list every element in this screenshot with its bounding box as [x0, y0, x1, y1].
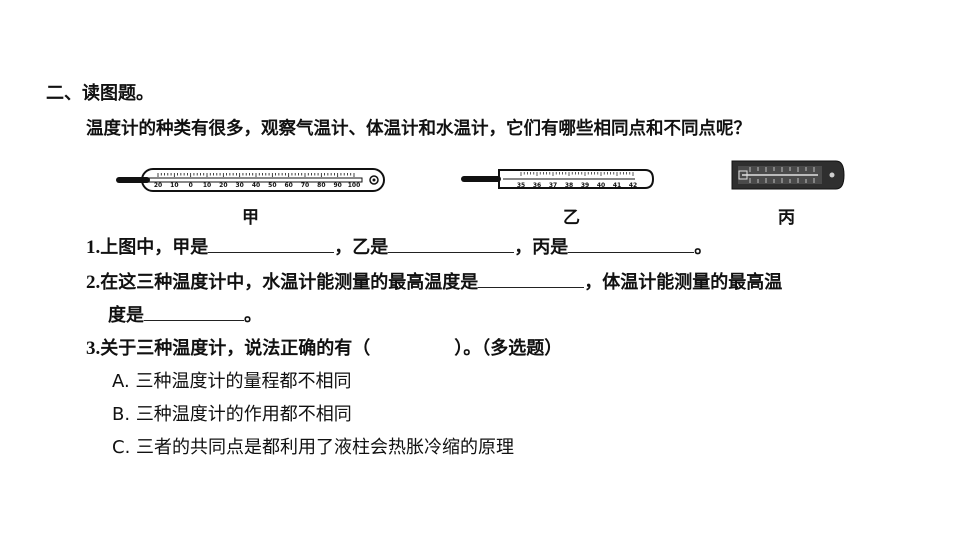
jia-tick-label: 40 [252, 182, 260, 189]
figure-label-bing: 丙 [778, 208, 795, 228]
answer-blank-water-max[interactable] [478, 269, 585, 288]
jia-tick-label: 0 [189, 182, 193, 189]
question-3-text-b: ）。（多选题） [454, 338, 563, 359]
jia-tick-label: 90 [333, 182, 341, 189]
jia-tick-label: 20 [219, 182, 227, 189]
question-1-text-c: ，丙是 [514, 237, 569, 258]
question-3-number: 3. [86, 338, 101, 359]
yi-tick-label: 38 [565, 182, 573, 189]
question-2-number: 2. [86, 272, 101, 293]
intro-text: 温度计的种类有很多，观察气温计、体温计和水温计，它们有哪些相同点和不同点呢？ [86, 119, 751, 139]
thermometer-yi: 35 36 37 38 39 40 41 42 [461, 169, 655, 189]
question-2-text-b: ，体温计能测量的最高温 [584, 272, 783, 293]
yi-tick-label: 39 [581, 182, 589, 189]
jia-tick-label: 60 [284, 182, 292, 189]
yi-tick-label: 41 [613, 182, 621, 189]
jia-tick-label: 100 [348, 182, 361, 189]
jia-tick-label: 10 [203, 182, 211, 189]
jia-tick-label: 70 [301, 182, 309, 189]
thermometer-bing [731, 160, 845, 190]
answer-blank-yi[interactable] [388, 234, 515, 253]
question-1-text-b: ，乙是 [334, 237, 389, 258]
option-c-label: C. [112, 437, 131, 458]
section-title: 二、读图题。 [46, 83, 154, 104]
jia-tick-label: 50 [268, 182, 276, 189]
question-3: 3.关于三种温度计，说法正确的有（ ）。（多选题） [86, 337, 562, 361]
option-c-text: 三者的共同点是都利用了液柱会热胀冷缩的原理 [136, 437, 515, 458]
jia-tick-label: 10 [170, 182, 178, 189]
figure-label-jia: 甲 [242, 208, 259, 228]
answer-blank-bing[interactable] [568, 234, 695, 253]
question-2-text-c: 度是 [108, 305, 144, 326]
yi-tick-label: 36 [533, 182, 541, 189]
question-1: 1.上图中，甲是 ，乙是 ，丙是 。 [86, 234, 712, 260]
question-2-text-a: 在这三种温度计中，水温计能测量的最高温度是 [100, 272, 479, 293]
answer-blank-body-max[interactable] [144, 302, 244, 321]
yi-tick-label: 42 [629, 182, 637, 189]
question-2: 2.在这三种温度计中，水温计能测量的最高温度是 ，体温计能测量的最高温 [86, 269, 782, 295]
jia-tick-label: 20 [154, 182, 162, 189]
yi-tick-label: 40 [597, 182, 605, 189]
option-b-text: 三种温度计的作用都不相同 [135, 404, 352, 425]
question-3-text-a: 关于三种温度计，说法正确的有（ [100, 338, 371, 359]
yi-tick-label: 37 [549, 182, 557, 189]
option-a: A. 三种温度计的量程都不相同 [112, 370, 351, 394]
jia-tick-label: 80 [317, 182, 325, 189]
option-b-label: B. [112, 404, 131, 425]
question-1-text-d: 。 [694, 237, 713, 258]
figure-label-yi: 乙 [563, 208, 580, 228]
question-1-text-a: 上图中，甲是 [100, 237, 209, 258]
option-c: C. 三者的共同点是都利用了液柱会热胀冷缩的原理 [112, 436, 514, 460]
option-a-text: 三种温度计的量程都不相同 [135, 371, 352, 392]
question-1-number: 1. [86, 237, 101, 258]
question-2-cont: 度是 。 [108, 302, 262, 328]
answer-blank-jia[interactable] [208, 234, 335, 253]
yi-tick-label: 35 [517, 182, 525, 189]
option-a-label: A. [112, 371, 130, 392]
option-b: B. 三种温度计的作用都不相同 [112, 403, 352, 427]
jia-tick-label: 30 [235, 182, 243, 189]
question-2-text-d: 。 [244, 305, 262, 326]
